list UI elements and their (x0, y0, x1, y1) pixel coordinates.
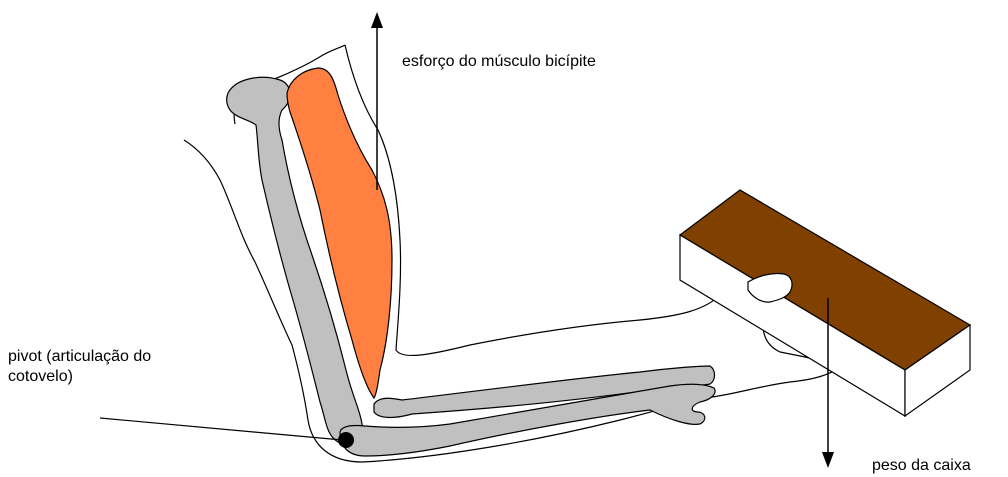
pivot-dot (338, 432, 354, 448)
bicep-effort-arrow (371, 12, 383, 190)
upper-arm-back-outline (184, 140, 712, 462)
pivot-label-line2: cotovelo) (8, 367, 151, 387)
bicep-effort-label: esforço do músculo bicípite (402, 52, 596, 72)
upper-arm-front-outline (345, 45, 765, 355)
pivot-label: pivot (articulação do cotovelo) (8, 347, 151, 387)
weight-box (680, 190, 970, 416)
box-weight-label: peso da caixa (872, 456, 971, 476)
pivot-pointer-line (100, 418, 342, 440)
pivot-label-line1: pivot (articulação do (8, 347, 151, 367)
